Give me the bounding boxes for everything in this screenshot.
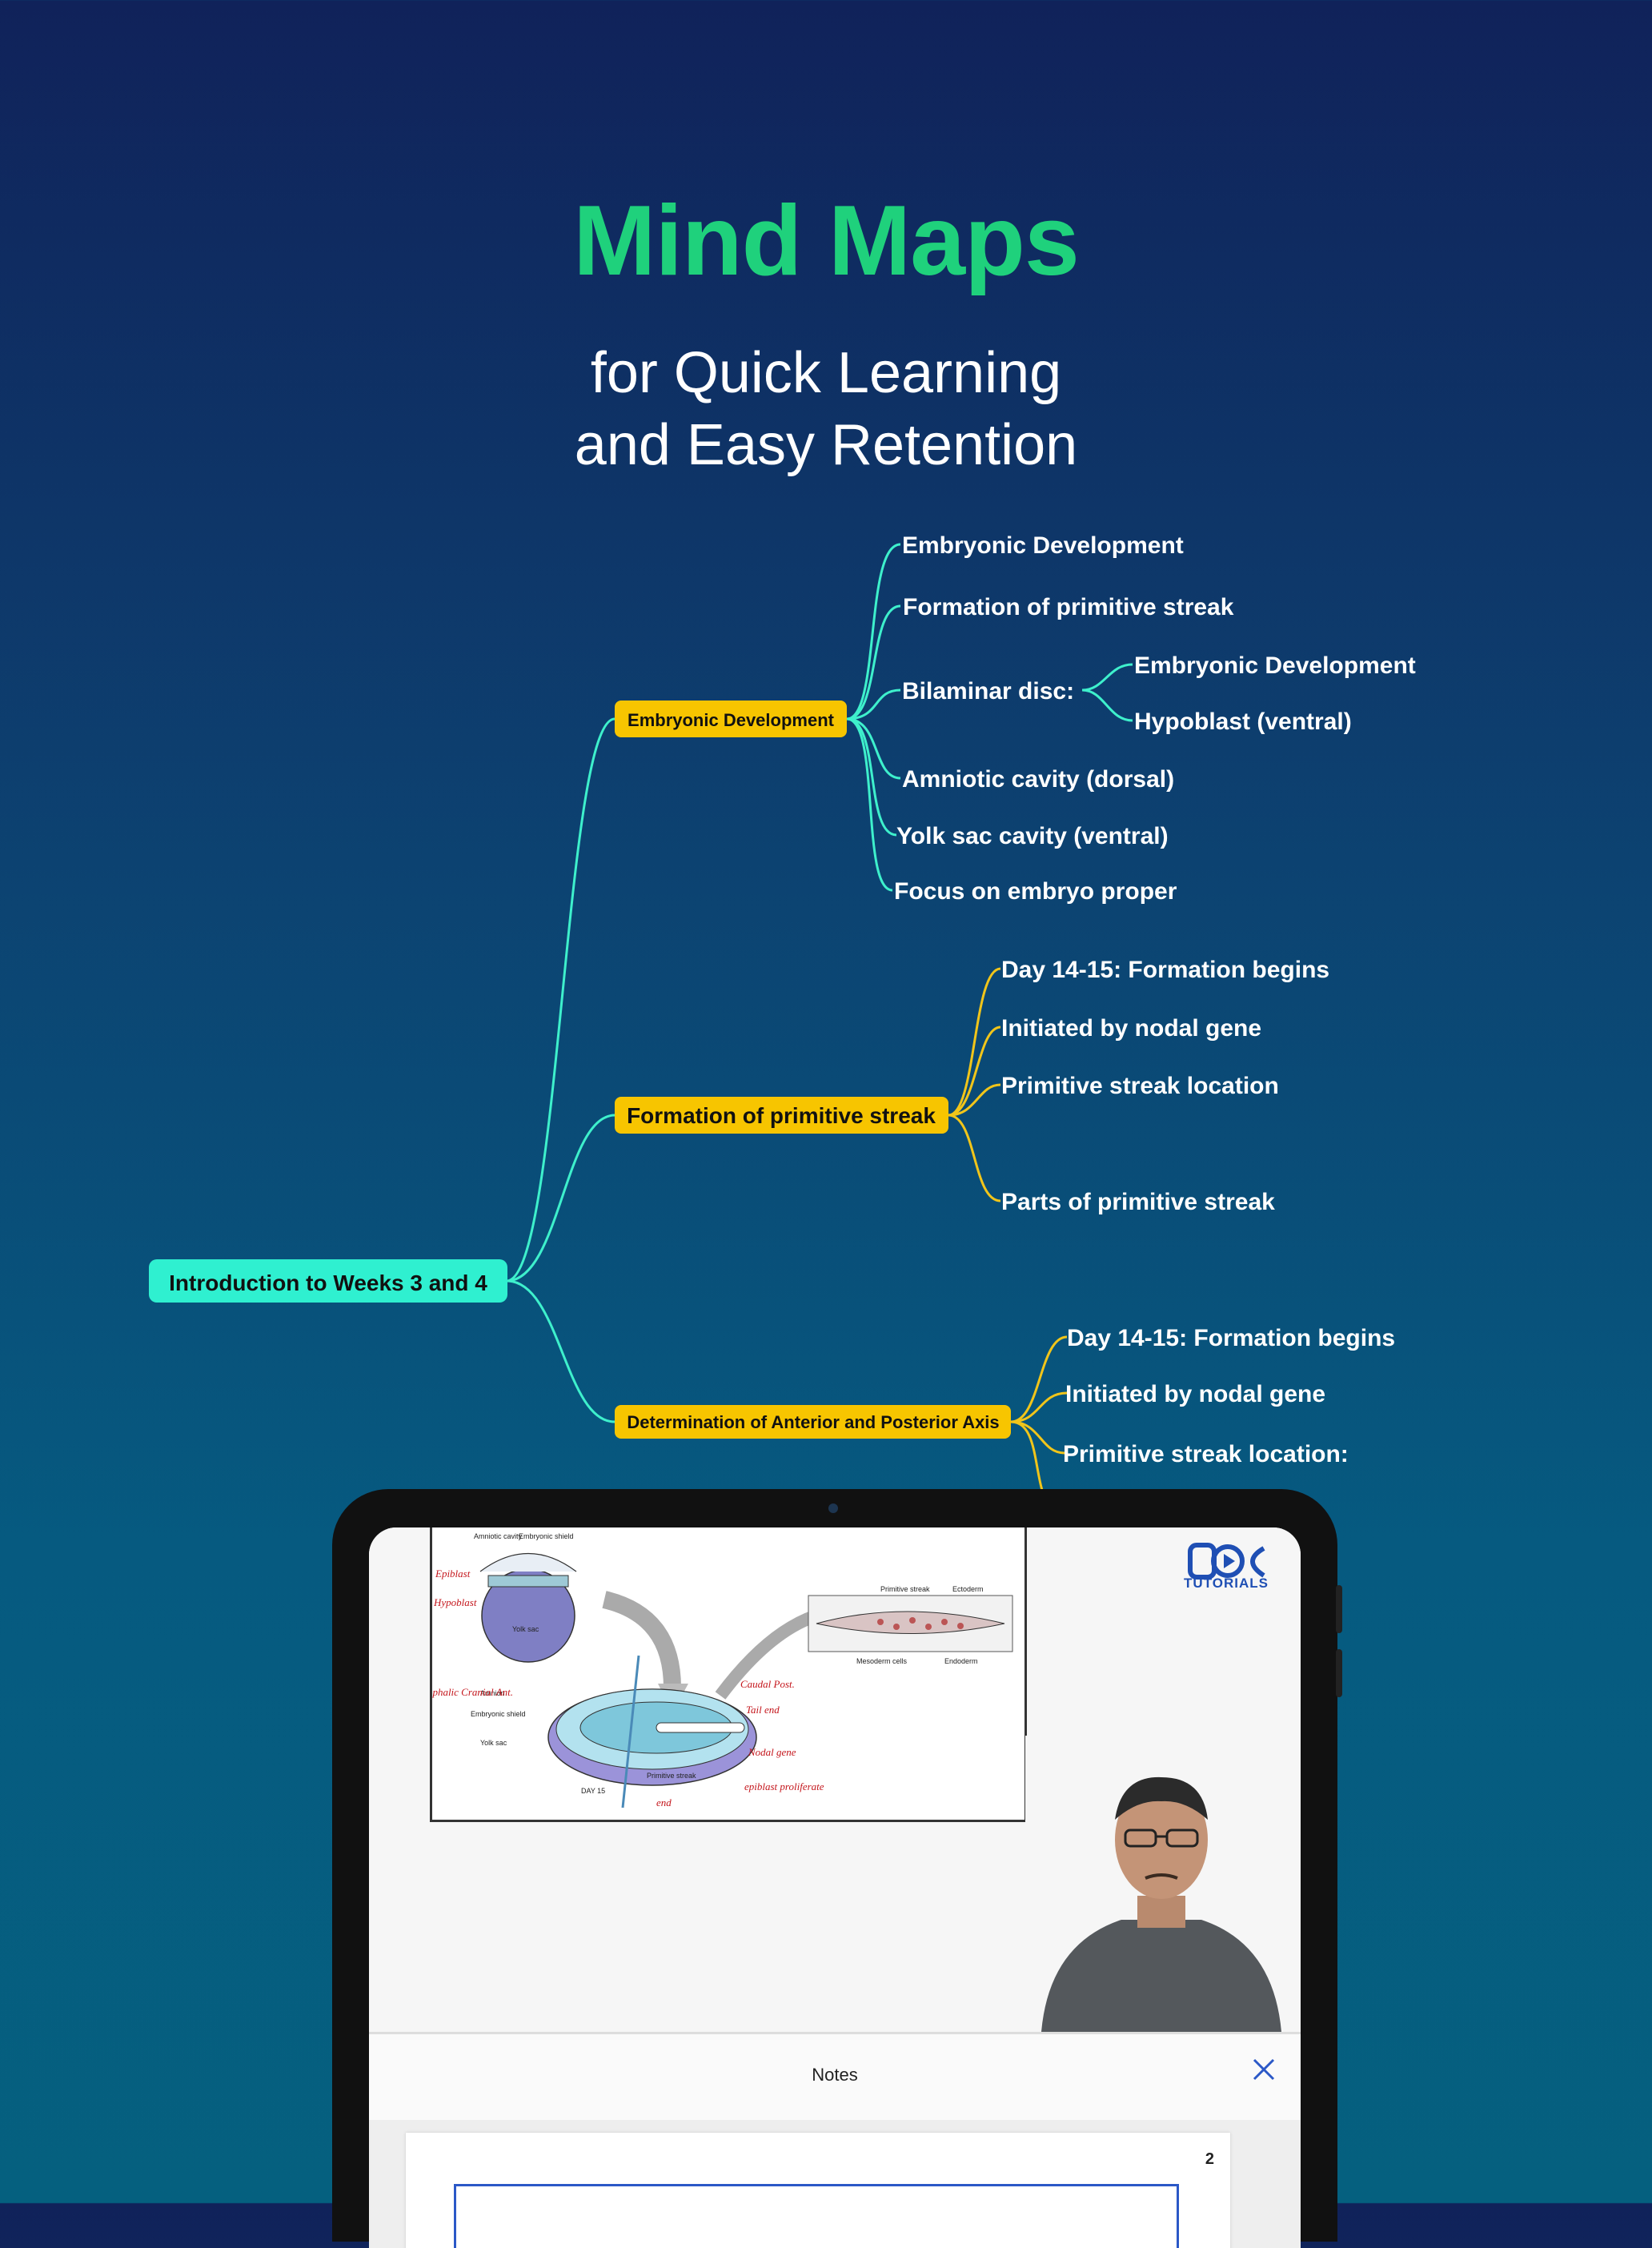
video-player[interactable]: Amniotic cavity Embryonic shield Yolk sa…: [369, 1527, 1301, 2032]
camera-icon: [828, 1503, 838, 1513]
branch1-item[interactable]: Bilaminar disc:: [902, 678, 1074, 705]
handwritten-note: Tail end: [746, 1704, 780, 1716]
branch2-label: Formation of primitive streak: [627, 1103, 936, 1128]
handwritten-note: end: [656, 1796, 672, 1808]
embryo-diagram: Amniotic cavity Embryonic shield Yolk sa…: [421, 1532, 1013, 1808]
notes-page: 2: [406, 2133, 1230, 2248]
branch2-item[interactable]: Primitive streak location: [1001, 1073, 1279, 1099]
branch1-label: Embryonic Development: [628, 710, 835, 730]
branch1-item[interactable]: Yolk sac cavity (ventral): [896, 823, 1169, 849]
diagram-label: Yolk sac: [512, 1625, 539, 1633]
logo-text: TUTORIALS: [1184, 1576, 1269, 1591]
handwritten-note: Caudal Post.: [740, 1678, 795, 1690]
branch3-item[interactable]: Primitive streak location:: [1063, 1441, 1349, 1467]
presenter-video: [1025, 1736, 1297, 2032]
branch3-label: Determination of Anterior and Posterior …: [627, 1412, 999, 1432]
branch1-item[interactable]: Embryonic Development: [902, 532, 1184, 559]
bilaminar-item[interactable]: Embryonic Development: [1134, 652, 1416, 679]
notes-page-frame: [454, 2184, 1179, 2248]
mind-map: Introduction to Weeks 3 and 4 Embryonic …: [149, 532, 1416, 1505]
diagram-label: Endoderm: [944, 1657, 978, 1665]
close-icon[interactable]: [1248, 2053, 1280, 2085]
branch1-item[interactable]: Amniotic cavity (dorsal): [902, 766, 1174, 793]
branch3-item[interactable]: Day 14-15: Formation begins: [1067, 1325, 1395, 1351]
branch3-connectors: [1010, 1335, 1068, 1505]
root-connectors: [506, 717, 615, 1423]
diagram-label: Ectoderm: [952, 1585, 984, 1593]
branch2-node[interactable]: Formation of primitive streak: [615, 1097, 948, 1134]
diagram-label: Primitive streak: [647, 1772, 696, 1780]
doc-tutorials-logo: [1188, 1543, 1265, 1580]
branch1-item[interactable]: Formation of primitive streak: [903, 594, 1234, 620]
notes-title: Notes: [812, 2065, 858, 2085]
handwritten-note: Cephalic Cranial Ant.: [432, 1686, 513, 1698]
branch1-node[interactable]: Embryonic Development: [615, 700, 847, 737]
lecture-whiteboard: Amniotic cavity Embryonic shield Yolk sa…: [421, 1527, 1027, 1822]
diagram-label: Mesoderm cells: [856, 1657, 908, 1665]
branch2-item[interactable]: Parts of primitive streak: [1001, 1189, 1275, 1215]
page-subtitle-line-1: for Quick Learning: [590, 341, 1062, 405]
branch1-item[interactable]: Focus on embryo proper: [894, 878, 1177, 905]
branch3-item[interactable]: Initiated by nodal gene: [1065, 1381, 1325, 1407]
handwritten-note: epiblast proliferate: [744, 1780, 824, 1792]
tablet-device: Amniotic cavity Embryonic shield Yolk sa…: [332, 1489, 1342, 2248]
handwritten-note: Epiblast: [435, 1568, 471, 1580]
diagram-label: Amnion: [480, 1689, 505, 1697]
page-subtitle-line-2: and Easy Retention: [574, 413, 1078, 477]
root-node-label: Introduction to Weeks 3 and 4: [169, 1271, 487, 1295]
side-button: [1336, 1649, 1342, 1697]
branch1-connectors: [846, 543, 1133, 892]
notes-content-area[interactable]: 2: [369, 2120, 1301, 2248]
page-title: Mind Maps: [573, 186, 1080, 296]
diagram-label: Embryonic shield: [471, 1710, 526, 1718]
branch2-item[interactable]: Day 14-15: Formation begins: [1001, 957, 1329, 983]
diagram-label: Amniotic cavity: [474, 1532, 523, 1540]
side-button: [1336, 1585, 1342, 1633]
bilaminar-item[interactable]: Hypoblast (ventral): [1134, 709, 1352, 735]
diagram-label: DAY 15: [581, 1787, 605, 1795]
diagram-label: Yolk sac: [480, 1739, 507, 1747]
branch2-connectors: [948, 967, 1001, 1202]
page-number: 2: [1205, 2150, 1214, 2168]
diagram-label: Embryonic shield: [519, 1532, 574, 1540]
tablet-screen: Amniotic cavity Embryonic shield Yolk sa…: [369, 1527, 1301, 2248]
root-node[interactable]: Introduction to Weeks 3 and 4: [149, 1259, 507, 1303]
branch2-item[interactable]: Initiated by nodal gene: [1001, 1015, 1261, 1042]
branch3-node[interactable]: Determination of Anterior and Posterior …: [615, 1405, 1011, 1439]
handwritten-note: Hypoblast: [433, 1596, 477, 1608]
handwritten-note: Nodal gene: [748, 1746, 796, 1758]
notes-panel-header: Notes: [369, 2032, 1301, 2122]
diagram-label: Primitive streak: [880, 1585, 930, 1593]
